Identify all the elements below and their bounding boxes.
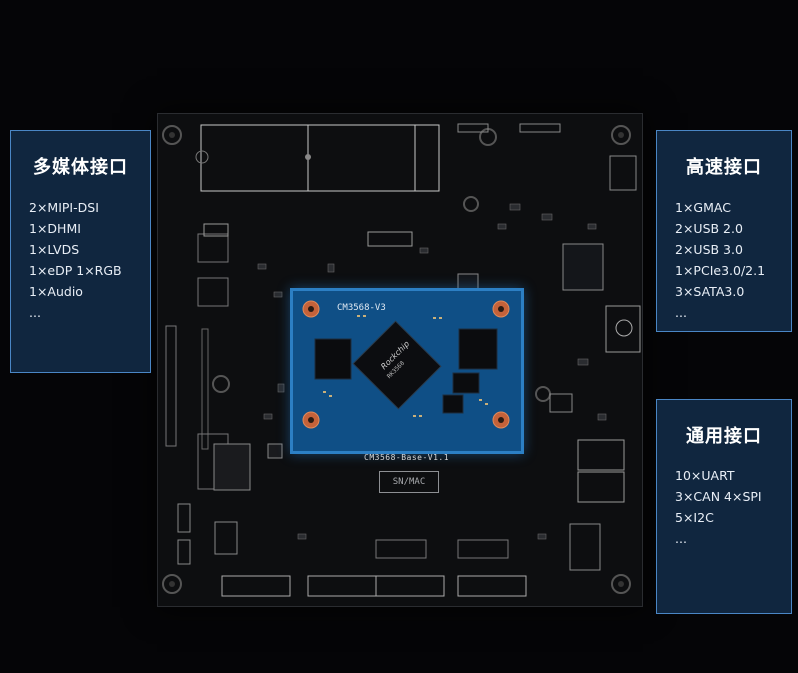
list-item: 1×GMAC — [675, 200, 731, 215]
list-item: 1×DHMI — [29, 221, 81, 236]
list-item: 1×eDP 1×RGB — [29, 263, 122, 278]
module-label: CM3568-V3 — [337, 303, 386, 313]
panel-item-list: 10×UART 3×CAN 4×SPI 5×I2C ... — [675, 465, 762, 549]
panel-title: 多媒体接口 — [33, 157, 128, 178]
list-item: 2×USB 2.0 — [675, 221, 743, 236]
general-interface-panel: 通用接口 10×UART 3×CAN 4×SPI 5×I2C ... — [656, 399, 792, 614]
list-item: 2×MIPI-DSI — [29, 200, 99, 215]
board-silkscreen — [162, 123, 641, 597]
list-item: 10×UART — [675, 468, 735, 483]
list-item: 3×CAN 4×SPI — [675, 489, 762, 504]
list-item: 1×Audio — [29, 284, 83, 299]
multimedia-interface-panel: 多媒体接口 2×MIPI-DSI 1×DHMI 1×LVDS 1×eDP 1×R… — [10, 130, 151, 373]
list-item: 5×I2C — [675, 510, 714, 525]
module-layout: Rockchip RK3568 — [302, 300, 510, 429]
panel-item-list: 1×GMAC 2×USB 2.0 2×USB 3.0 1×PCIe3.0/2.1… — [675, 197, 765, 323]
list-item: 3×SATA3.0 — [675, 284, 745, 299]
list-item: ... — [675, 531, 687, 546]
sn-mac-box: SN/MAC — [379, 471, 439, 493]
highspeed-interface-panel: 高速接口 1×GMAC 2×USB 2.0 2×USB 3.0 1×PCIe3.… — [656, 130, 792, 332]
base-board-label: CM3568-Base-V1.1 — [364, 453, 450, 462]
list-item: 2×USB 3.0 — [675, 242, 743, 257]
list-item: ... — [29, 305, 41, 320]
list-item: 1×PCIe3.0/2.1 — [675, 263, 766, 278]
list-item: 1×LVDS — [29, 242, 80, 257]
core-module: Rockchip RK3568 — [290, 288, 524, 454]
panel-title: 通用接口 — [686, 426, 762, 447]
list-item: ... — [675, 305, 687, 320]
panel-title: 高速接口 — [686, 157, 762, 178]
panel-item-list: 2×MIPI-DSI 1×DHMI 1×LVDS 1×eDP 1×RGB 1×A… — [29, 197, 122, 323]
